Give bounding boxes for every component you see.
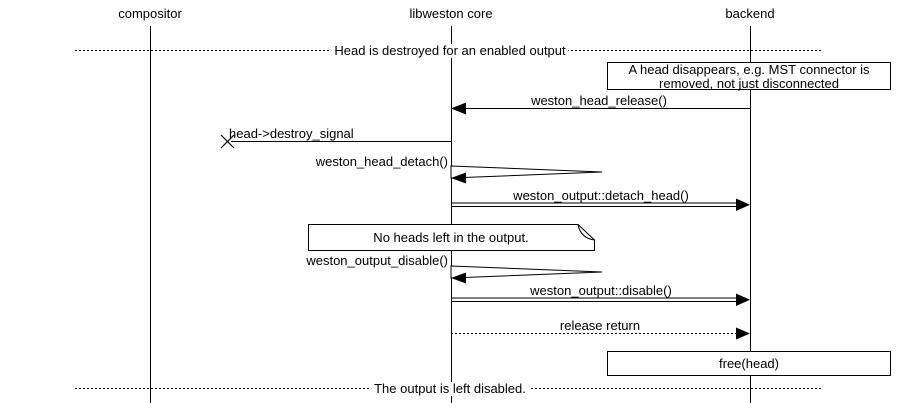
divider-top-label: Head is destroyed for an enabled output xyxy=(331,44,569,58)
note-head-disappears-line1: A head disappears, e.g. MST connector is xyxy=(628,62,870,77)
actor-label-backend: backend xyxy=(725,6,775,21)
box-free-head-label: free(head) xyxy=(719,356,779,371)
arrow-release-return-arrowhead xyxy=(736,327,750,340)
note-box-head-disappears xyxy=(607,62,891,90)
note-head-disappears-line2: removed, not just disconnected xyxy=(659,75,839,91)
actor-label-compositor: compositor xyxy=(118,6,182,21)
note-no-heads-label: No heads left in the output. xyxy=(373,230,529,245)
message-label-output-disable-call: weston_output_disable() xyxy=(306,253,448,268)
note-no-heads-fold xyxy=(577,224,595,241)
self-call-disable-arrowhead xyxy=(451,272,466,284)
message-label-detach-head: weston_output::detach_head() xyxy=(513,188,689,203)
box-free-head xyxy=(607,351,891,376)
note-no-heads-shape xyxy=(308,224,595,251)
arrow-output-disable-arrowhead xyxy=(736,293,750,306)
note-head-disappears-text: A head disappears, e.g. MST connector is… xyxy=(607,63,891,90)
self-call-detach-arrowhead xyxy=(451,172,466,184)
divider-bottom-label: The output is left disabled. xyxy=(371,382,529,396)
lost-message-x-stroke2 xyxy=(220,134,235,149)
message-label-head-detach: weston_head_detach() xyxy=(315,154,448,169)
self-call-detach-loop xyxy=(450,165,603,179)
arrow-head-release-arrowhead xyxy=(451,102,466,115)
message-label-output-disable-method: weston_output::disable() xyxy=(530,283,672,298)
message-label-destroy-signal: head->destroy_signal xyxy=(229,126,354,141)
self-call-disable-loop xyxy=(450,265,603,279)
message-label-release-return: release return xyxy=(559,318,641,333)
arrow-detach-head-arrowhead xyxy=(736,198,750,211)
message-label-head-release: weston_head_release() xyxy=(531,93,667,108)
actor-label-libweston-core: libweston core xyxy=(409,6,493,21)
